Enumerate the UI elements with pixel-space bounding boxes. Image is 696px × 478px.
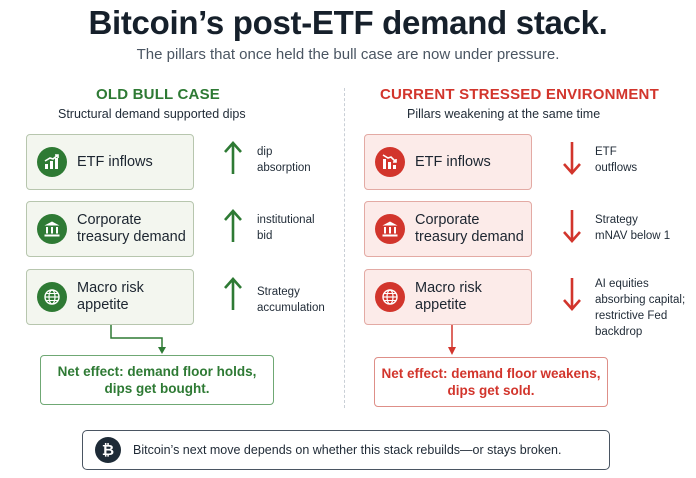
page-subtitle: The pillars that once held the bull case… — [136, 46, 560, 63]
connector-arrow — [448, 325, 456, 355]
bar-chart-down-icon — [375, 147, 405, 177]
pillar-label: ETF inflows — [77, 153, 153, 170]
globe-icon — [37, 282, 67, 312]
right-column-heading: CURRENT STRESSED ENVIRONMENT — [380, 86, 659, 103]
bank-building-icon — [37, 214, 67, 244]
connector-arrow — [110, 325, 166, 354]
arrow-down-icon — [563, 278, 581, 311]
pillar-etf-inflows-current: ETF inflows — [364, 134, 532, 190]
net-effect-current: Net effect: demand floor weakens, dips g… — [374, 357, 608, 407]
arrow-up-icon — [224, 209, 242, 242]
arrow-down-icon — [563, 142, 581, 175]
page-title: Bitcoin’s post-ETF demand stack. — [88, 4, 608, 41]
footer-text: Bitcoin’s next move depends on whether t… — [133, 443, 562, 457]
globe-icon — [375, 282, 405, 312]
pillar-label: ETF inflows — [415, 153, 491, 170]
left-column-heading: OLD BULL CASE — [96, 86, 220, 103]
arrow-up-icon — [224, 277, 242, 310]
right-column-subheading: Pillars weakening at the same time — [407, 107, 601, 121]
bitcoin-icon: ₿ — [95, 437, 121, 463]
arrow-up-icon — [224, 141, 242, 174]
column-divider — [344, 88, 345, 408]
bar-chart-up-icon — [37, 147, 67, 177]
left-column-subheading: Structural demand supported dips — [58, 107, 246, 121]
bank-building-icon — [375, 214, 405, 244]
pillar-etf-inflows-old: ETF inflows — [26, 134, 194, 190]
arrow-down-icon — [563, 210, 581, 243]
footer-banner: ₿ Bitcoin’s next move depends on whether… — [82, 430, 610, 470]
net-effect-old: Net effect: demand floor holds, dips get… — [40, 355, 274, 405]
